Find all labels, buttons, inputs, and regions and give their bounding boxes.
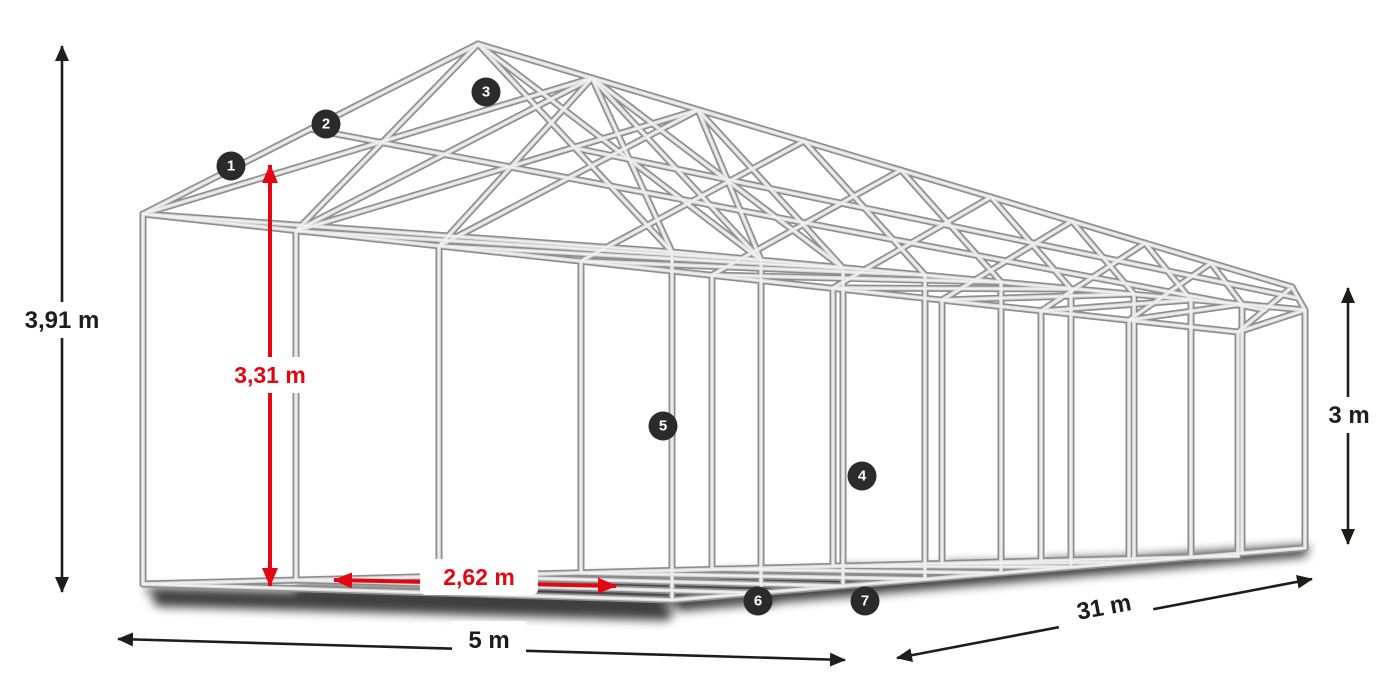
dimension-side-height: 3 m (1317, 287, 1381, 545)
part-marker-6[interactable]: 6 (743, 586, 773, 616)
part-marker-5-number: 5 (659, 418, 667, 435)
clearance-height-label: 3,31 m (234, 362, 306, 388)
dimension-ridge-height: 3,91 m (12, 45, 112, 593)
bay-spacing-label: 2,62 m (443, 564, 515, 590)
length-label-bg (1053, 580, 1155, 634)
dimension-clearance-height: 3,31 m (214, 164, 326, 587)
width-label-bg (452, 621, 526, 659)
part-marker-7-number: 7 (861, 593, 869, 610)
part-marker-1-number: 1 (227, 158, 235, 175)
part-marker-4-number: 4 (858, 468, 867, 485)
ridge-height-label: 3,91 m (25, 307, 100, 334)
part-marker-2[interactable]: 2 (311, 109, 341, 139)
width-label: 5 m (468, 627, 509, 654)
part-marker-3[interactable]: 3 (471, 77, 501, 107)
clearance-height-label-bg (214, 357, 326, 393)
part-marker-1[interactable]: 1 (216, 151, 246, 181)
dimension-length: 31 m (896, 574, 1313, 663)
dimension-width: 5 m (117, 621, 846, 667)
part-marker-4[interactable]: 4 (847, 461, 877, 491)
bay-spacing-label-bg (420, 559, 538, 595)
side-height-label-bg (1317, 397, 1381, 433)
part-marker-3-number: 3 (482, 84, 490, 101)
ridge-height-label-bg (12, 302, 112, 338)
part-markers: 1 2 3 4 5 6 7 (216, 77, 880, 616)
part-marker-2-number: 2 (322, 116, 330, 133)
part-marker-5[interactable]: 5 (648, 411, 678, 441)
part-marker-7[interactable]: 7 (850, 586, 880, 616)
part-marker-6-number: 6 (754, 593, 762, 610)
dimension-bay-spacing: 2,62 m (333, 559, 617, 595)
side-height-label: 3 m (1328, 402, 1369, 429)
